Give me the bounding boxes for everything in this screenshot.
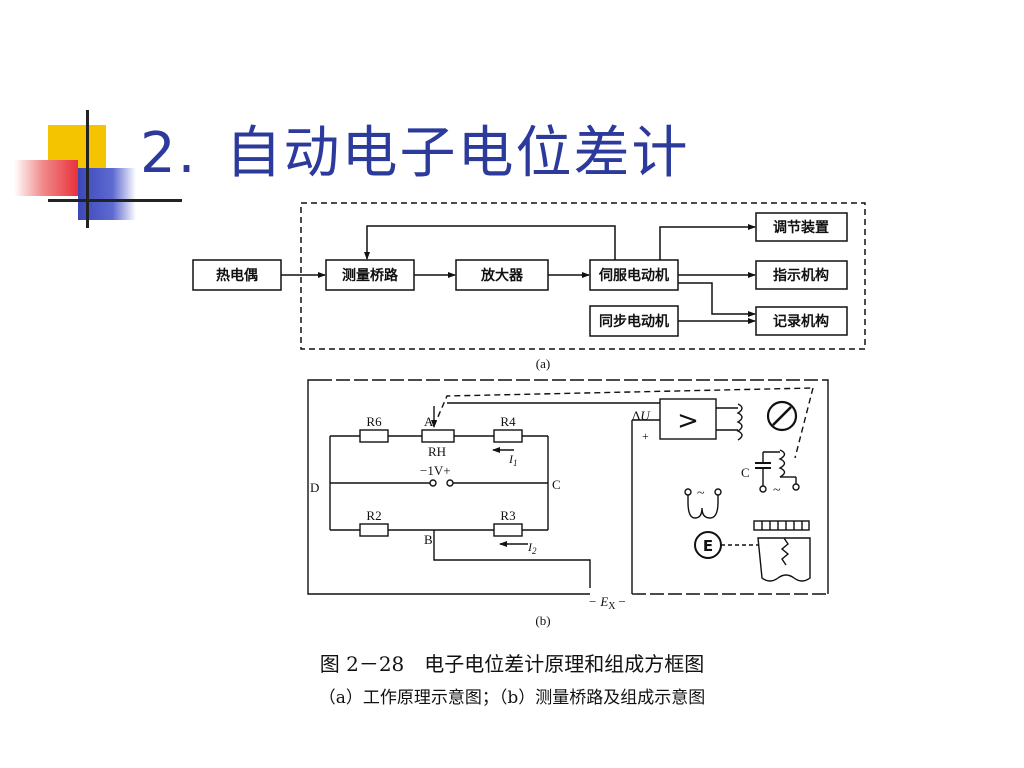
label-recorder: 记录机构 [773,313,829,330]
title-text: 自动电子电位差计 [225,121,690,186]
label-node-b: B [424,532,433,547]
terminal-c1 [759,485,767,493]
block-diagram-a [192,202,866,350]
block-regulator [755,212,848,242]
label-indicator: 指示机构 [773,267,829,284]
amplifier-box [659,398,717,440]
supply-terminal-left [429,479,437,487]
servo-motor-symbol [766,400,798,432]
label-delta-u: ΔU [632,408,651,423]
deco-red-square [14,160,78,196]
circuit-diagram-b [307,379,829,595]
label-amplifier: 放大器 [480,267,524,284]
label-i2: I2 [527,540,537,556]
label-rh: RH [428,444,446,459]
resistor-r3 [493,523,523,537]
arrow-servo-recorder [678,282,756,317]
block-recorder [755,306,848,336]
sync-terminal-right [714,488,722,496]
label-r6: R6 [366,414,382,429]
label-thermocouple: 热电偶 [216,267,258,284]
label-a: (a) [536,356,550,371]
title-number: 2. [140,121,198,186]
dashed-boundary-a [300,202,866,350]
slide-title: 2. 自动电子电位差计 [140,108,689,189]
terminal-c2 [792,483,800,491]
scale-bar [753,520,810,531]
resistor-r6 [359,429,389,443]
label-sync-motor: 同步电动机 [599,313,669,330]
label-node-c: C [552,477,561,492]
motor-coil [778,449,786,478]
frame-left [307,379,590,595]
arrow-feedback [364,225,616,260]
chart-paper [757,537,811,582]
sync-coil [687,501,719,519]
label-node-d: D [310,480,319,495]
label-plus: + [642,429,649,443]
label-servo-motor: 伺服电动机 [598,267,669,284]
block-labels-a: 热电偶 测量桥路 放大器 伺服电动机 同步电动机 调节装置 指示机构 记录机构 … [216,219,829,371]
frame-top [318,379,829,388]
label-motor-e: E [703,537,713,555]
supply-terminal-right [446,479,454,487]
resistor-r2 [359,523,389,537]
tilde-c: ~ [773,483,781,498]
circuit-labels-b: R6 R4 RH R2 R3 A B C D I1 I2 −1V+ ΔU + >… [310,406,781,628]
slider-linkage-2 [794,387,814,459]
label-r2: R2 [366,508,381,523]
slider-linkage [433,387,814,427]
label-r4: R4 [500,414,516,429]
label-regulator: 调节装置 [773,219,829,236]
wire-b-ex [433,530,591,588]
figure-subcaption: （a）工作原理示意图；（b）测量桥路及组成示意图 [318,688,706,708]
label-i1: I1 [508,452,518,468]
trace [780,537,790,566]
sync-terminal-left [684,488,692,496]
resistor-rh [421,429,455,443]
figure-caption: 图 2－28 电子电位差计原理和组成方框图 [319,652,705,676]
label-capacitor: C [741,465,750,480]
label-b: (b) [535,613,550,628]
label-ex: −EX− [589,594,626,612]
amp-output-coil [736,403,743,441]
label-node-a: A [424,414,434,429]
deco-vertical-line [86,110,89,228]
deco-horizontal-line [48,199,182,202]
amplifier-symbol: > [677,406,699,436]
resistor-r4 [493,429,523,443]
label-bridge: 测量桥路 [342,267,399,284]
arrow-servo-regulator [659,224,756,260]
block-indicator [755,260,848,290]
tilde-sync: ~ [697,486,705,501]
label-supply: −1V+ [420,463,451,478]
label-r3: R3 [500,508,515,523]
